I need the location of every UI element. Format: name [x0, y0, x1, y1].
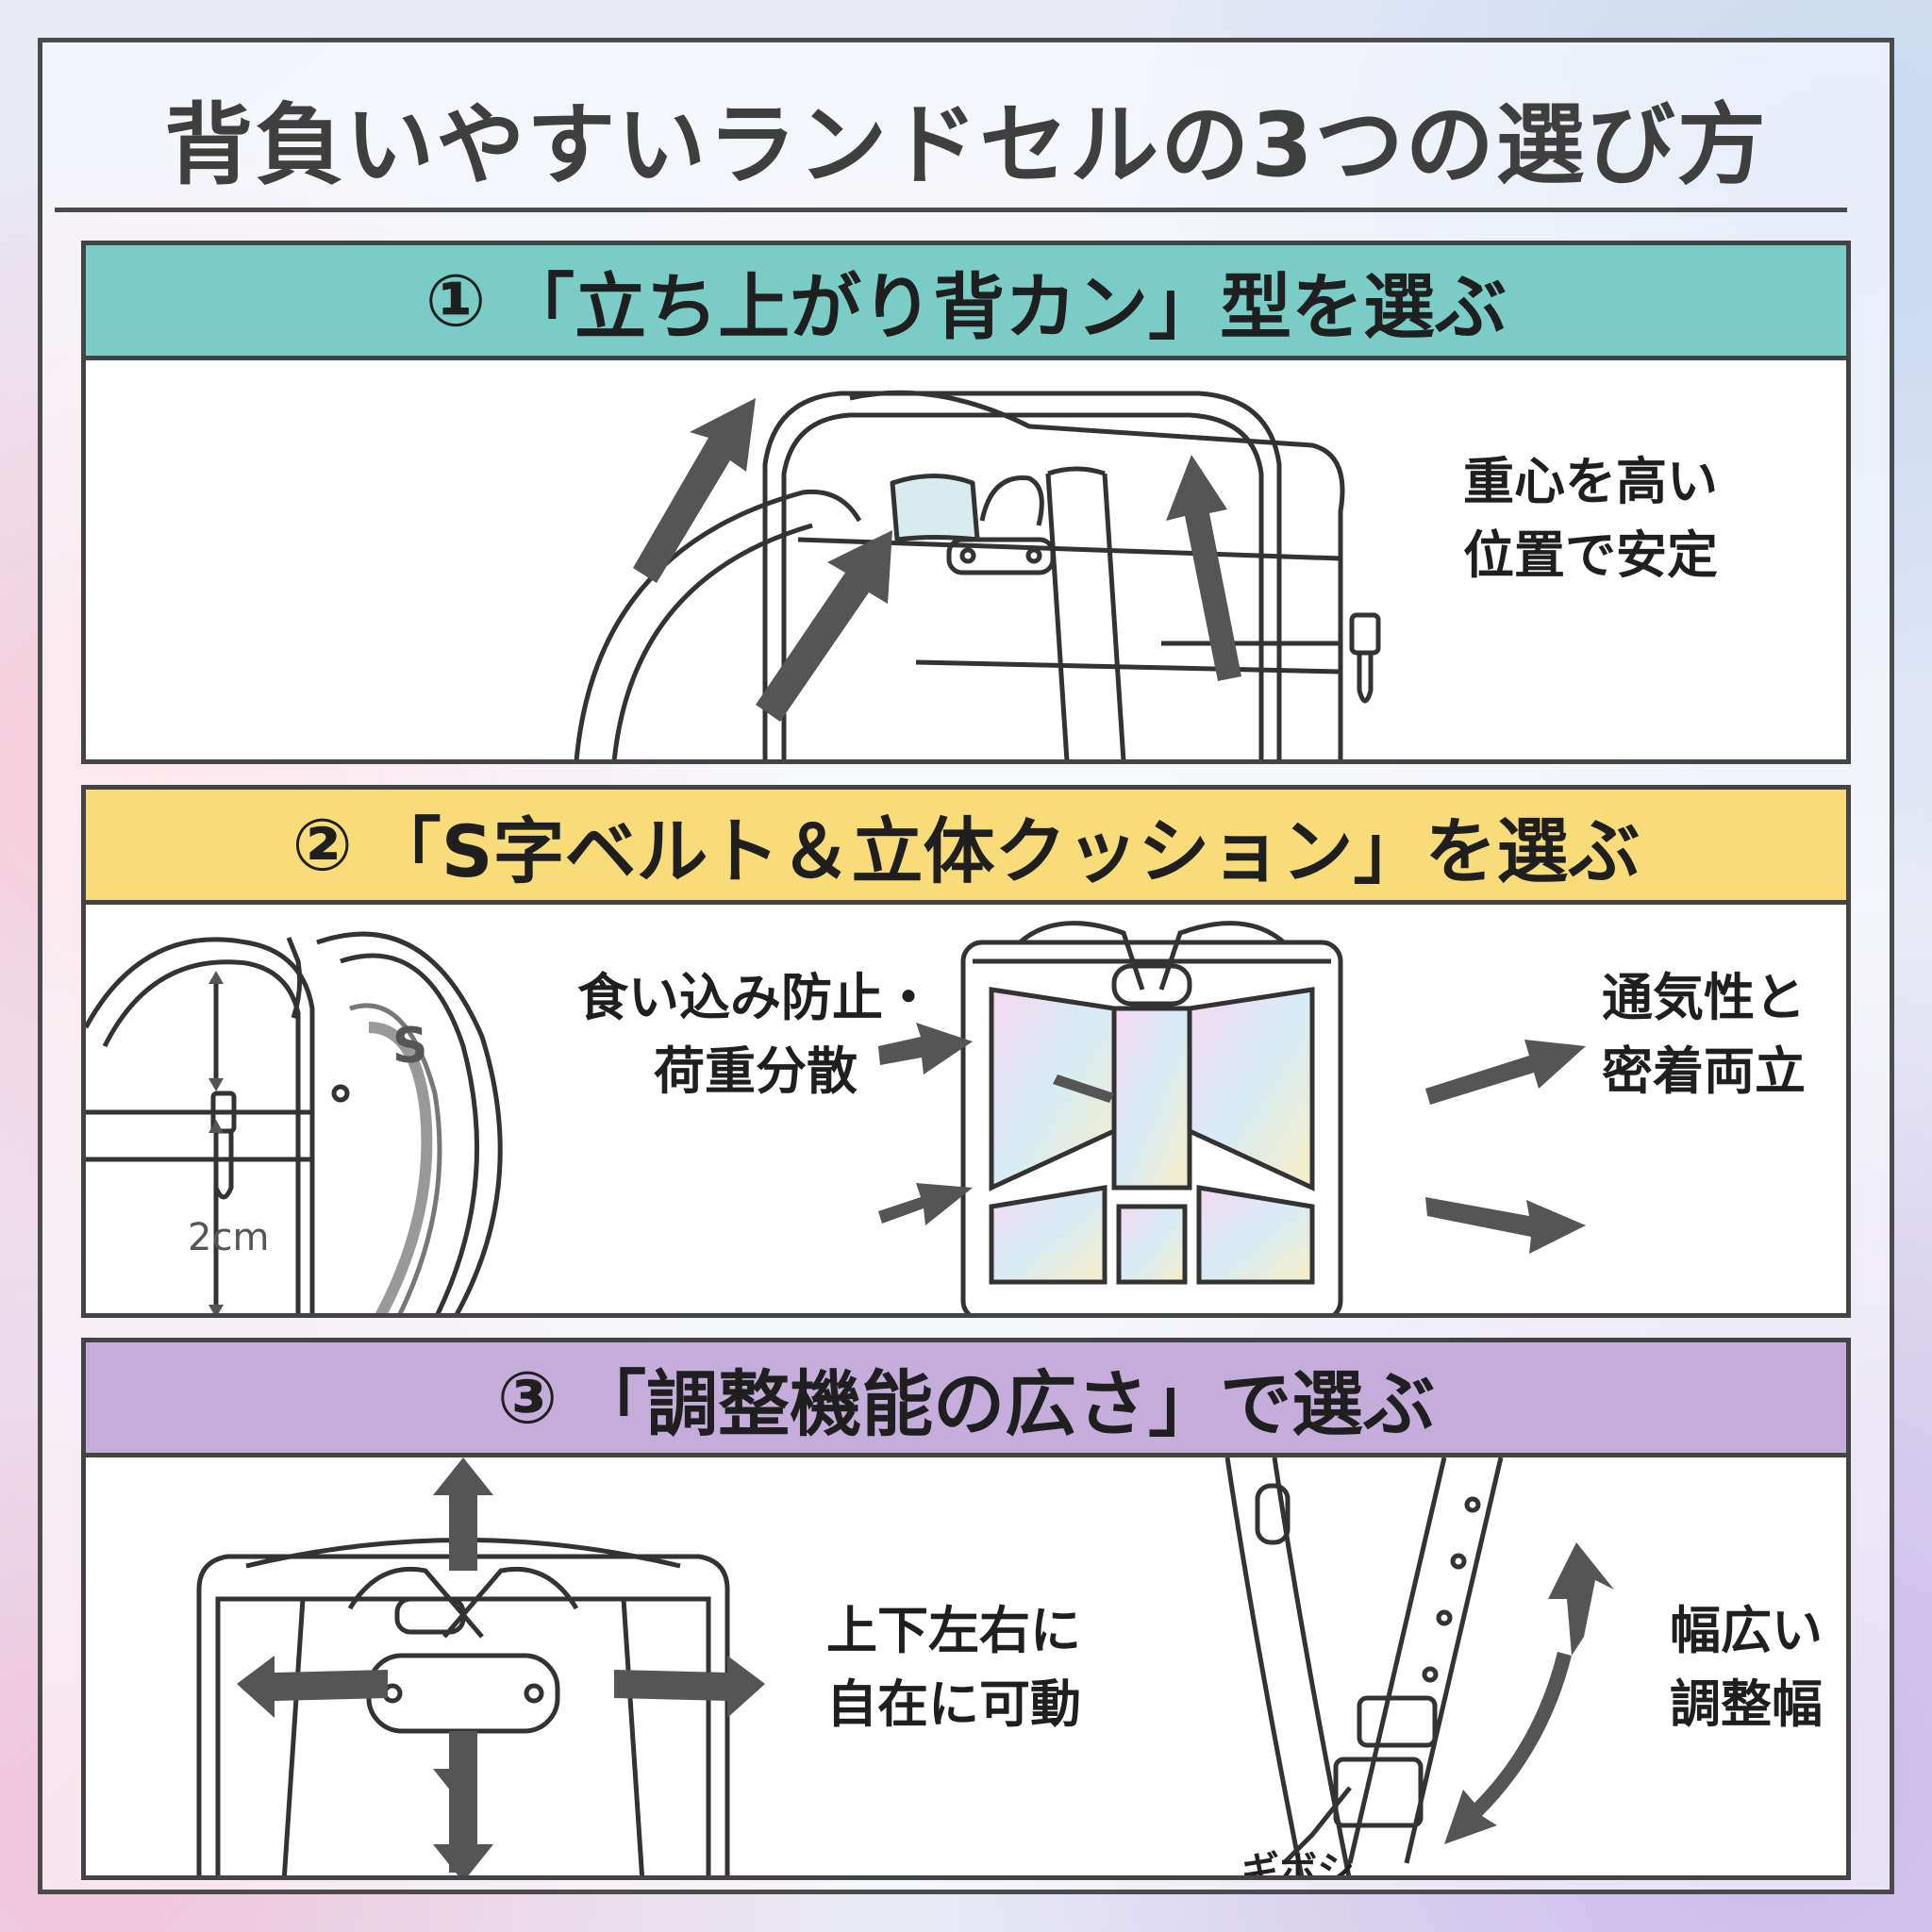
section-1-heading: 「立ち上がり背カン」型を選ぶ [503, 264, 1507, 349]
randoseru-adjust-illustration [196, 1457, 765, 1875]
section-2-caption-left-line2: 荷重分散 [654, 1041, 858, 1101]
adjust-strap-illustration [1224, 1457, 1614, 1875]
section-2-caption-right-line2: 密着両立 [1602, 1041, 1806, 1101]
section-3-caption-right-line1: 幅広い [1670, 1601, 1823, 1660]
section-2: ② 「S字ベルト＆立体クッション」を選ぶ [81, 785, 1851, 1318]
section-3-caption-left-line1: 上下左右に [826, 1601, 1081, 1660]
measure-label: 2cm [188, 1216, 270, 1259]
section-3-header: ③ 「調整機能の広さ」で選ぶ [86, 1342, 1846, 1457]
section-3: ③ 「調整機能の広さ」で選ぶ [81, 1338, 1851, 1880]
section-1-body: 重心を高い 位置で安定 [86, 360, 1846, 759]
section-1-caption-line2: 位置で安定 [1463, 525, 1718, 585]
section-3-number: ③ [496, 1356, 558, 1440]
s-mark: S [392, 1018, 428, 1074]
section-3-caption-left: 上下左右に 自在に可動 [765, 1594, 1142, 1741]
section-1-caption-line1: 重心を高い [1463, 452, 1718, 511]
gibosi-label: ギボシ [1241, 1849, 1355, 1875]
section-1-number: ① [425, 258, 487, 342]
section-2-caption-left: 食い込み防止・ 荷重分散 [567, 961, 944, 1108]
section-2-body: S 2cm 食い込み防止・ 荷重分散 [86, 905, 1846, 1313]
section-2-caption-left-line1: 食い込み防止・ [577, 968, 934, 1027]
section-3-caption-right: 幅広い 調整幅 [1638, 1594, 1846, 1741]
section-1: ① 「立ち上がり背カン」型を選ぶ [81, 241, 1851, 764]
randoseru-back-illustration [574, 390, 1381, 759]
section-3-body: 上下左右に 自在に可動 ギボシ [86, 1457, 1846, 1875]
section-2-heading: 「S字ベルト＆立体クッション」を選ぶ [369, 808, 1641, 893]
s-belt-illustration [86, 931, 503, 1313]
arrow-icon [1425, 1040, 1586, 1254]
section-3-caption-left-line2: 自在に可動 [826, 1674, 1081, 1734]
section-3-caption-right-line2: 調整幅 [1670, 1674, 1823, 1734]
page-title: 背負いやすいランドセルの3つの選び方 [164, 94, 1768, 197]
section-2-caption-right-line1: 通気性と [1602, 968, 1806, 1027]
section-1-header: ① 「立ち上がり背カン」型を選ぶ [86, 245, 1846, 360]
section-1-caption: 重心を高い 位置で安定 [1407, 445, 1774, 592]
section-3-heading: 「調整機能の広さ」で選ぶ [575, 1361, 1436, 1446]
section-2-header: ② 「S字ベルト＆立体クッション」を選ぶ [86, 790, 1846, 905]
title-divider [55, 208, 1847, 212]
section-2-caption-right: 通気性と 密着両立 [1557, 961, 1846, 1108]
cushion-back-illustration [878, 921, 1343, 1313]
section-2-number: ② [291, 803, 353, 887]
